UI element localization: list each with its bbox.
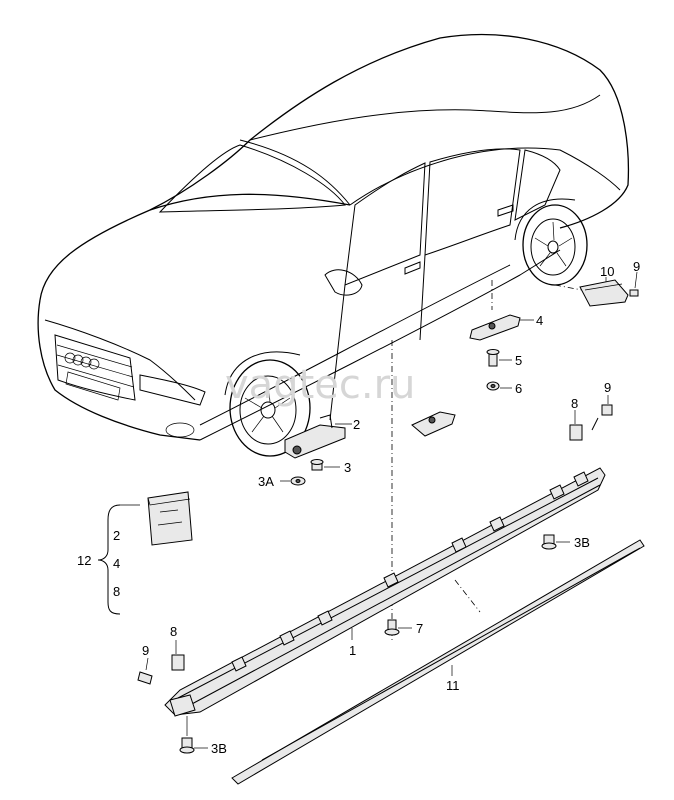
screw-part-9-right: [591, 404, 613, 431]
screw-part-5: [486, 349, 500, 367]
nut-part-3a: [290, 476, 306, 486]
nut-part-6: [486, 381, 500, 391]
callout-9-left: 9: [142, 643, 149, 658]
clip-part-7: [384, 619, 400, 636]
callout-3: 3: [344, 460, 351, 475]
callout-4: 4: [536, 313, 543, 328]
callout-5: 5: [515, 353, 522, 368]
repair-kit-bag: [147, 491, 193, 546]
callout-3b-top: 3B: [574, 535, 590, 550]
callout-9-right: 9: [604, 380, 611, 395]
clip-part-8-right: [569, 424, 583, 441]
callout-3b-bottom: 3B: [211, 741, 227, 756]
screw-part-9-top: [629, 289, 639, 297]
callout-3a: 3A: [258, 474, 274, 489]
clip-part-3b-bottom: [179, 737, 195, 754]
kit-brace: [97, 504, 121, 615]
screw-part-3: [310, 459, 324, 471]
car-illustration: [37, 33, 630, 457]
callout-10: 10: [600, 264, 614, 279]
kit-item-2: 2: [113, 528, 120, 543]
callout-6: 6: [515, 381, 522, 396]
callout-8-left: 8: [170, 624, 177, 639]
callout-2: 2: [353, 417, 360, 432]
kit-item-8: 8: [113, 584, 120, 599]
callout-12: 12: [77, 553, 91, 568]
callout-11: 11: [446, 678, 460, 693]
callout-1: 1: [349, 643, 356, 658]
clip-part-3b-top: [541, 534, 557, 550]
watermark: vagtec.ru: [225, 362, 415, 408]
callout-9-top: 9: [633, 259, 640, 274]
callout-8-right: 8: [571, 396, 578, 411]
bracket-part-4: [469, 314, 521, 341]
sill-panel-part-1: [164, 467, 606, 717]
trim-strip-part-11: [231, 539, 645, 785]
bracket-part-2: [284, 414, 346, 459]
clip-part-8-left: [171, 654, 185, 671]
kit-item-4: 4: [113, 556, 120, 571]
callout-7: 7: [416, 621, 423, 636]
screw-part-9-left: [137, 671, 153, 685]
bracket-part-center: [411, 411, 456, 437]
bracket-part-10: [579, 279, 629, 307]
